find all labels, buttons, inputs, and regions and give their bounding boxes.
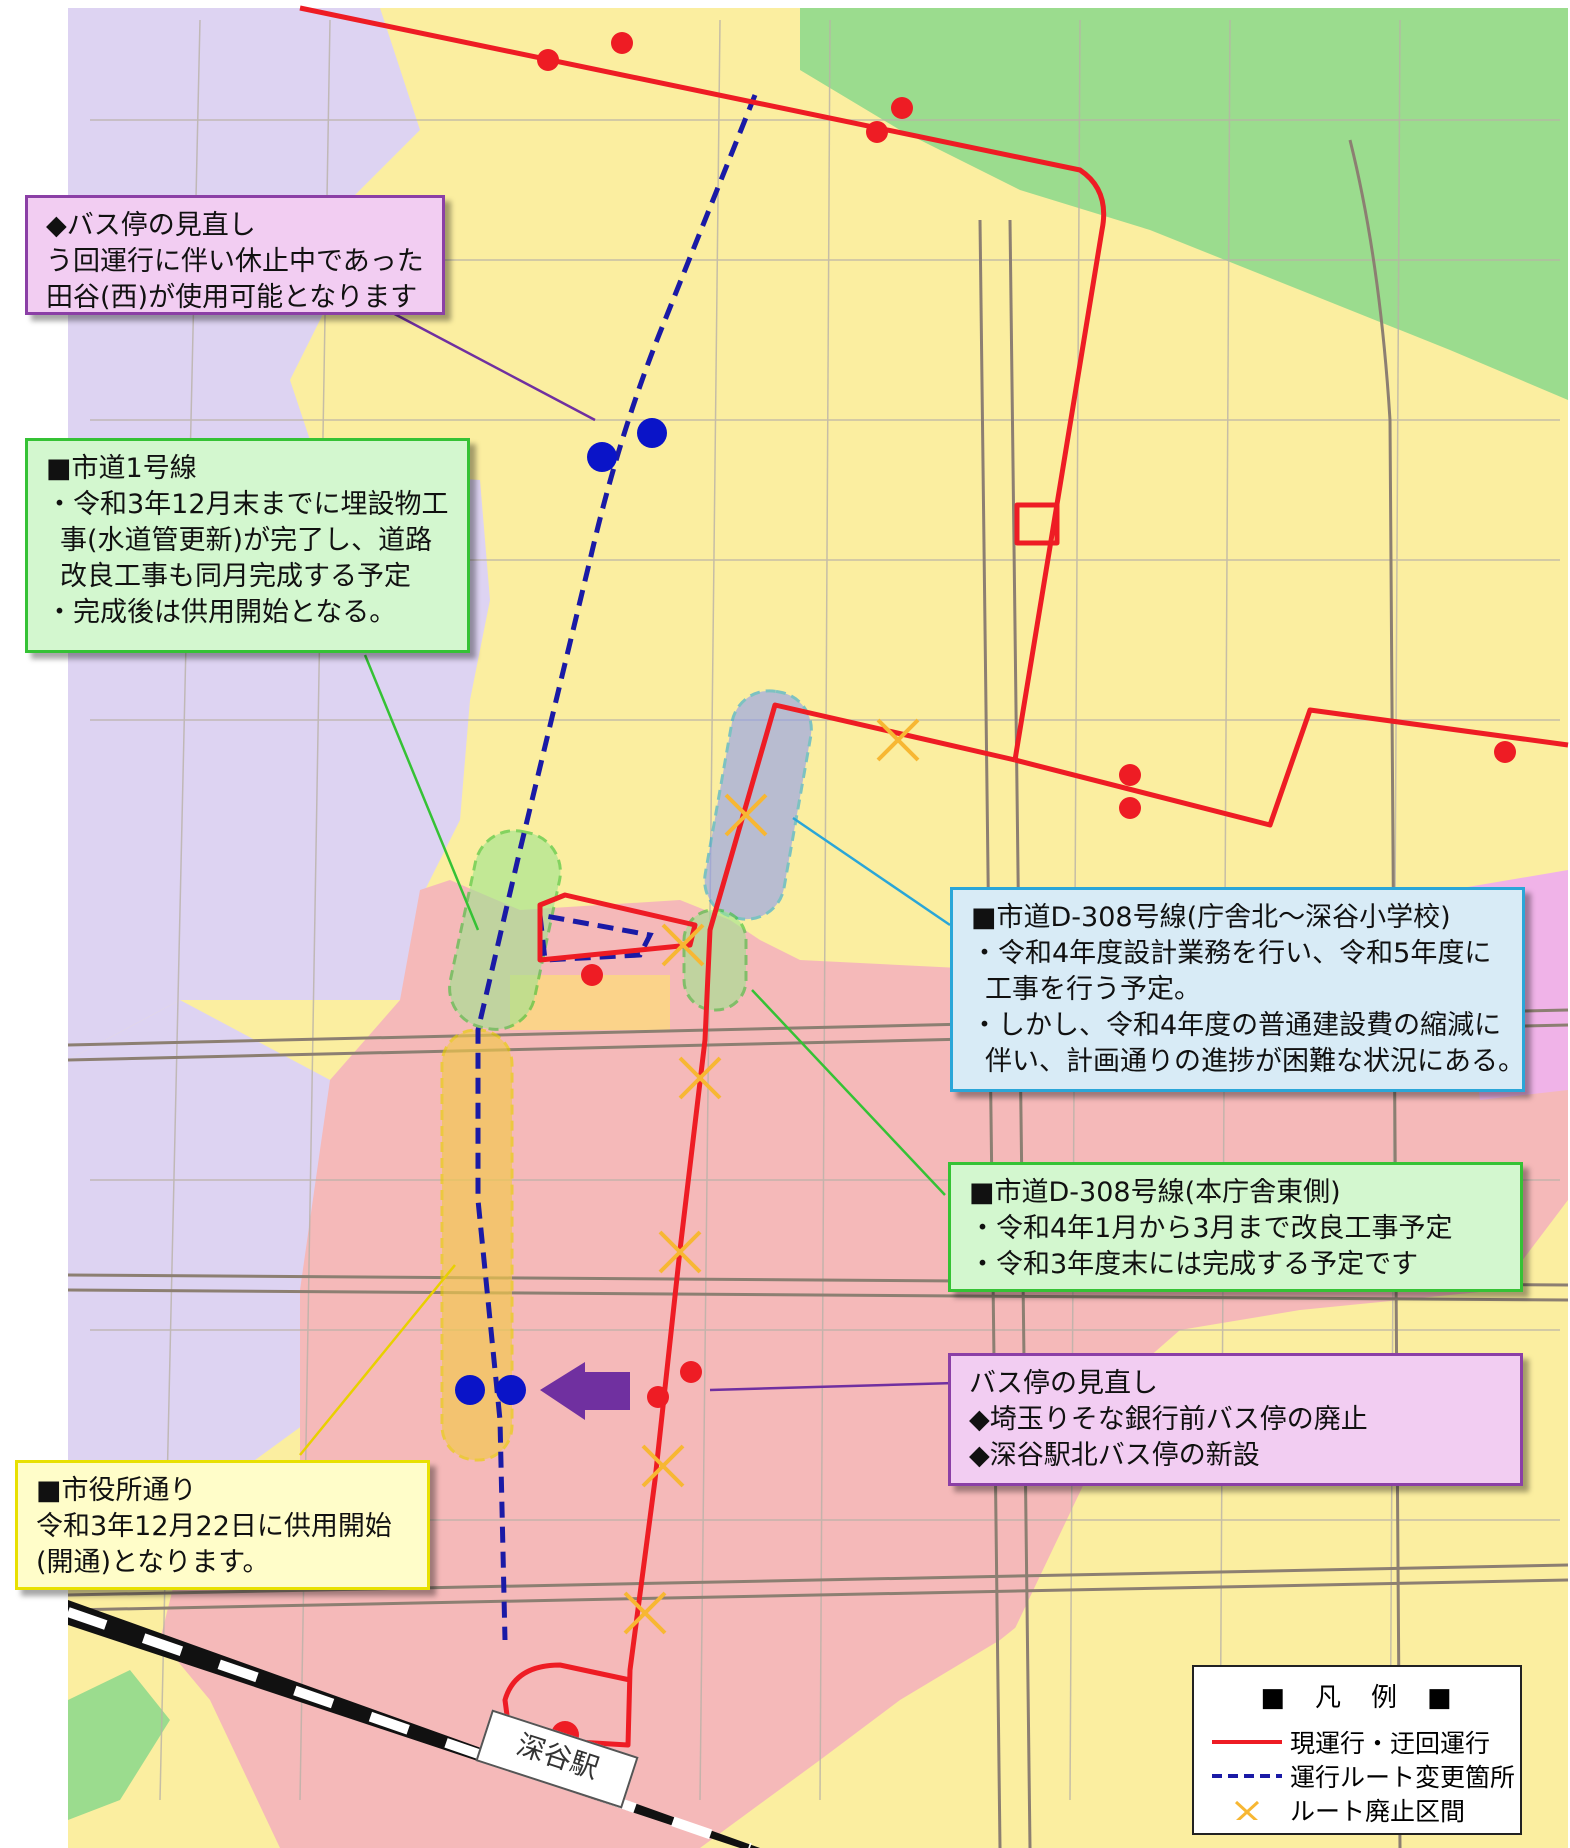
callout-line: ■市道D-308号線(本庁舎東側) [969, 1177, 1341, 1208]
legend-title: ■ 凡 例 ■ [1260, 1683, 1454, 1713]
callout-line: 改良工事も同月完成する予定 [60, 561, 411, 592]
legend-item-changed-route: 運行ルート変更箇所 [1212, 1759, 1515, 1793]
bus-stop [611, 32, 633, 54]
changed-route-lines [475, 94, 758, 1641]
callout-line: ・令和4年度設計業務を行い、令和5年度に [971, 938, 1492, 969]
bus-stop-arrow-icon [540, 1362, 630, 1420]
abolished-marker [661, 923, 705, 967]
abolished-marker [641, 1444, 685, 1488]
abolished-marker [724, 793, 768, 837]
bus-stop [1119, 764, 1141, 786]
abolished-marker [678, 1056, 722, 1100]
current-route-lines [299, 5, 1569, 1748]
new-bus-stop [637, 418, 667, 448]
current-bus-stops [537, 32, 1516, 1749]
callout-line: 伴い、計画通りの進捗が困難な状況にある。 [985, 1046, 1525, 1077]
new-bus-stop [587, 442, 617, 472]
blue-dashed-line-icon [1212, 1774, 1282, 1778]
zone-green-sw [68, 1670, 170, 1820]
new-bus-stop [455, 1375, 485, 1405]
callout-line: ・しかし、令和4年度の普通建設費の縮減に [971, 1010, 1502, 1041]
red-line-icon [1212, 1740, 1282, 1744]
new-bus-stop [496, 1375, 526, 1405]
legend-label: 運行ルート変更箇所 [1290, 1763, 1516, 1792]
bus-stop [891, 97, 913, 119]
callout-line: ■市役所通り [36, 1475, 197, 1506]
callout-line: ・令和3年12月末までに埋設物工 [46, 489, 449, 520]
callout-line: 令和3年12月22日に供用開始 [36, 1511, 392, 1542]
callout-line: ・完成後は供用開始となる。 [46, 597, 397, 628]
callout-line: ・令和3年度末には完成する予定です [969, 1249, 1419, 1280]
callout-city-road-1: ■市道1号線 ・令和3年12月末までに埋設物工 事(水道管更新)が完了し、道路 … [25, 438, 470, 653]
zone-green-ne [800, 8, 1568, 400]
callout-bus-stop-review-tanishi: ◆バス停の見直し う回運行に伴い休止中であった 田谷(西)が使用可能となります [25, 195, 445, 315]
bus-stop [647, 1386, 669, 1408]
abolished-marker [658, 1230, 702, 1274]
legend-label: 現運行・迂回運行 [1290, 1729, 1491, 1758]
orange-x-icon [1234, 1800, 1260, 1820]
bus-stop [1494, 741, 1516, 763]
callout-line: ・令和4年1月から3月まで改良工事予定 [969, 1213, 1453, 1244]
bus-stop [581, 964, 603, 986]
callout-line: 工事を行う予定。 [985, 974, 1201, 1005]
zone-purple-sw [68, 1000, 330, 1560]
new-bus-stops [455, 418, 667, 1405]
callout-line: ◆深谷駅北バス停の新設 [969, 1440, 1260, 1471]
callout-city-hall-street: ■市役所通り 令和3年12月22日に供用開始 (開通)となります。 [15, 1460, 430, 1590]
callout-line: バス停の見直し [969, 1368, 1158, 1399]
legend: ■ 凡 例 ■ 現運行・迂回運行 運行ルート変更箇所 ルート廃止区間 [1192, 1665, 1522, 1835]
bus-stop [537, 49, 559, 71]
callout-line: ■市道D-308号線(庁舎北～深谷小学校) [971, 902, 1451, 933]
callout-line: ◆バス停の見直し [46, 210, 256, 241]
callout-line: う回運行に伴い休止中であった [46, 246, 424, 277]
callout-city-road-d308-north: ■市道D-308号線(庁舎北～深谷小学校) ・令和4年度設計業務を行い、令和5年… [950, 887, 1525, 1092]
abolished-marker [623, 1591, 667, 1635]
callout-line: 事(水道管更新)が完了し、道路 [60, 525, 433, 556]
legend-item-current-route: 現運行・迂回運行 [1212, 1725, 1490, 1759]
callout-leader-lines [299, 308, 956, 1456]
bus-stop [1119, 797, 1141, 819]
legend-label: ルート廃止区間 [1290, 1797, 1466, 1826]
legend-item-abolished-section: ルート廃止区間 [1212, 1793, 1465, 1827]
callout-line: ◆埼玉りそな銀行前バス停の廃止 [969, 1404, 1368, 1435]
callout-line: 田谷(西)が使用可能となります [46, 282, 418, 313]
callout-bus-stop-review-station: バス停の見直し ◆埼玉りそな銀行前バス停の廃止 ◆深谷駅北バス停の新設 [948, 1353, 1523, 1486]
callout-line: ■市道1号線 [46, 453, 197, 484]
bus-stop [680, 1361, 702, 1383]
callout-line: (開通)となります。 [36, 1547, 270, 1578]
callout-city-road-d308-east: ■市道D-308号線(本庁舎東側) ・令和4年1月から3月まで改良工事予定 ・令… [948, 1162, 1523, 1292]
abolished-section-markers [623, 718, 920, 1635]
bus-stop [866, 121, 888, 143]
abolished-marker [876, 718, 920, 762]
